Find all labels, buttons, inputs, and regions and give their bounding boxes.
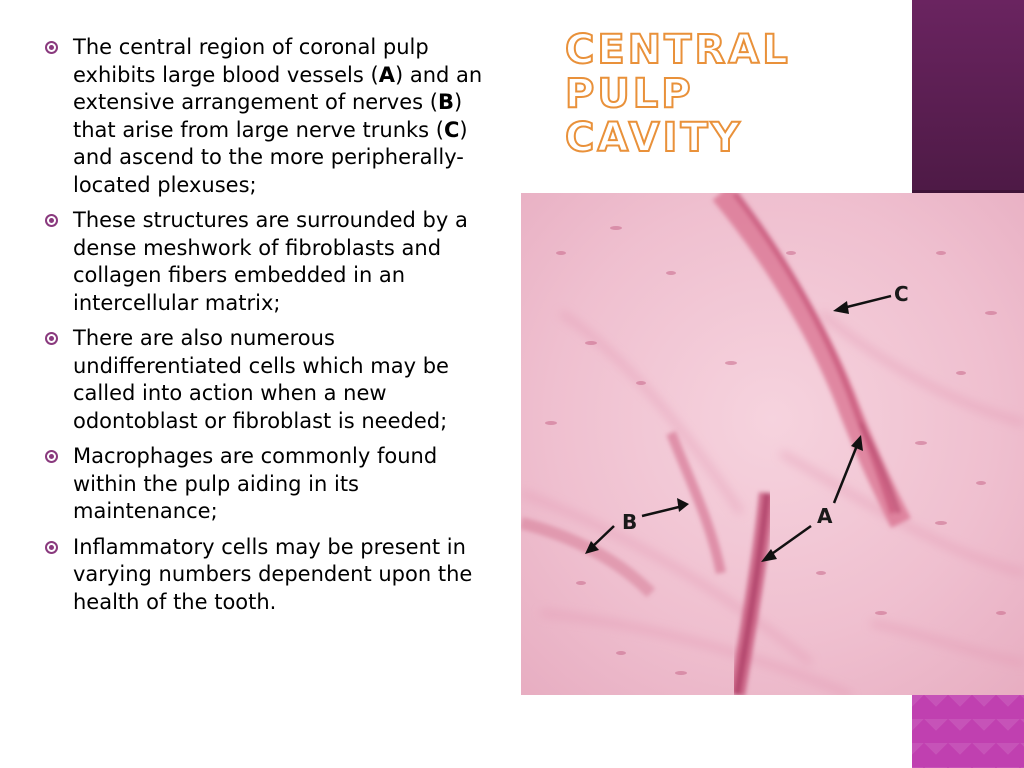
bullet-bold-letter: B [437,90,454,114]
bullet-text-part: ) that arise from large nerve trunks ( [73,90,463,142]
bullet-text: There are also numerous undifferentiated… [73,326,449,433]
bullet-text: The central region of coronal pulp exhib… [73,35,482,197]
title-line-1: Central Pulp [564,27,791,117]
annotation-arrows [585,294,892,562]
bullet-icon [45,41,58,54]
bullet-item: These structures are surrounded by a den… [40,207,505,317]
bullet-text-part: The central region of coronal pulp exhib… [73,35,429,87]
bullet-list: The central region of coronal pulp exhib… [40,34,505,624]
micrograph-svg: C A B [521,193,1024,695]
band-bottom-pattern [912,695,1024,768]
bullet-icon [45,214,58,227]
blood-vessel [729,492,775,695]
bullet-text: Inflammatory cells may be present in var… [73,534,473,614]
label-b: B [622,510,637,534]
cell-nuclei [545,226,1006,675]
nerve-trunk [712,193,911,528]
bullet-item: The central region of coronal pulp exhib… [40,34,505,199]
nerve-fibers [521,431,726,598]
bullet-text-part: ) and ascend to the more peripherally-lo… [73,117,468,197]
bullet-bold-letter: A [378,62,395,87]
bullet-item: There are also numerous undifferentiated… [40,325,505,435]
bullet-text: Macrophages are commonly found within th… [73,444,438,523]
bullet-item: Macrophages are commonly found within th… [40,443,505,526]
bullet-icon [45,540,58,554]
title-line-2: Cavity [564,115,743,161]
bullet-icon [45,450,58,463]
label-a: A [817,504,833,528]
bullet-text-part: ) and an extensive arrangement of nerves… [73,62,483,115]
bullet-text: These structures are surrounded by a den… [73,208,468,315]
band-top-panel [912,0,1024,190]
pulp-micrograph: C A B [521,193,1024,695]
collagen-fibers [521,310,1024,695]
label-c: C [894,282,909,306]
bullet-icon [45,332,58,345]
slide-title: Central Pulp Cavity [564,27,905,161]
bullet-bold-letter: C [443,117,460,142]
bullet-item: Inflammatory cells may be present in var… [40,534,505,617]
